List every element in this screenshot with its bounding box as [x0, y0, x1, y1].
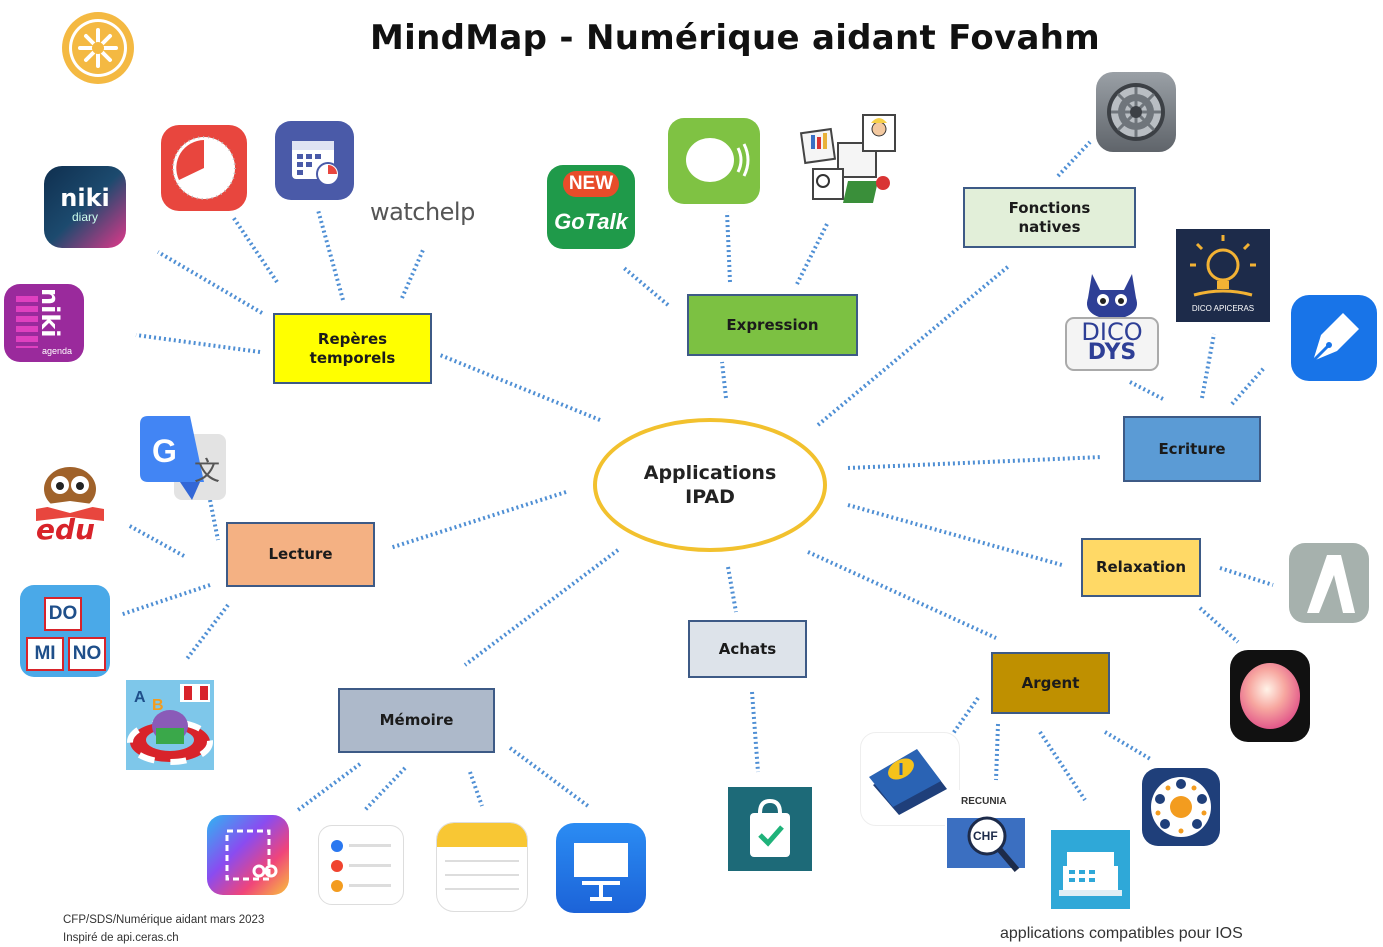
central-node: Applications IPAD [593, 418, 827, 552]
notes-app-icon [436, 822, 528, 912]
recunia-chf-app-icon: RECUNIA CHF [945, 790, 1027, 874]
timer-app-icon [161, 125, 247, 211]
svg-text:G: G [152, 433, 177, 469]
speech-app-icon [668, 118, 760, 204]
keynote-app-icon [556, 823, 646, 913]
reminders-app-icon [318, 825, 404, 905]
banknotes-app-icon [860, 732, 960, 826]
node-argent: Argent [991, 652, 1110, 714]
dico-apiceras-app-icon: DICO APICERAS [1176, 229, 1270, 322]
svg-text:B: B [152, 697, 164, 714]
gotalk-app-icon: NEW GoTalk [547, 165, 635, 249]
settings-gear-app-icon [1096, 72, 1176, 152]
node-lecture: Lecture [226, 522, 375, 587]
node-memoire: Mémoire [338, 688, 495, 753]
watchelp-app-icon: watchelp [366, 184, 474, 240]
svg-text:A: A [134, 689, 146, 706]
node-reperes-temporels: Repères temporels [273, 313, 432, 384]
central-node-label: Applications IPAD [643, 462, 777, 508]
svg-text:文: 文 [194, 457, 220, 487]
clips-video-app-icon [207, 815, 289, 895]
footer-compatibility-note: applications compatibles pour IOS [1000, 925, 1243, 942]
serenity-app-icon [1289, 543, 1369, 623]
page-title: MindMap - Numérique aidant Fovahm [370, 18, 1100, 58]
cash-register-app-icon [1051, 830, 1130, 909]
owl-reading-app-icon: edu [26, 459, 112, 545]
niki-agenda-app-icon: niki agenda [4, 284, 84, 362]
pictograms-app-icon [793, 103, 907, 219]
node-expression: Expression [687, 294, 858, 356]
node-ecriture: Ecriture [1123, 416, 1261, 482]
dico-dys-app-icon: DICO DYS [1062, 268, 1162, 374]
calendar-app-icon [275, 121, 354, 200]
niki-diary-app-icon: niki diary [44, 166, 126, 248]
node-achats: Achats [688, 620, 807, 678]
google-translate-app-icon: G 文 [140, 416, 228, 502]
domino-syllables-app-icon: DO MI NO [20, 585, 110, 677]
node-fonctions-natives: Fonctions natives [963, 187, 1136, 248]
footer-line-1: CFP/SDS/Numérique aidant mars 2023 [63, 914, 265, 926]
lifebuoy-reading-app-icon: A B [126, 680, 214, 770]
pen-writing-app-icon [1291, 295, 1377, 381]
fovahm-logo [60, 10, 136, 86]
currency-wheel-app-icon [1142, 768, 1220, 846]
node-relaxation: Relaxation [1081, 538, 1201, 597]
breathing-app-icon [1230, 650, 1310, 742]
footer-credits: CFP/SDS/Numérique aidant mars 2023 Inspi… [63, 911, 264, 947]
shopping-bag-app-icon [728, 787, 812, 871]
footer-line-2: Inspiré de api.ceras.ch [63, 932, 179, 944]
